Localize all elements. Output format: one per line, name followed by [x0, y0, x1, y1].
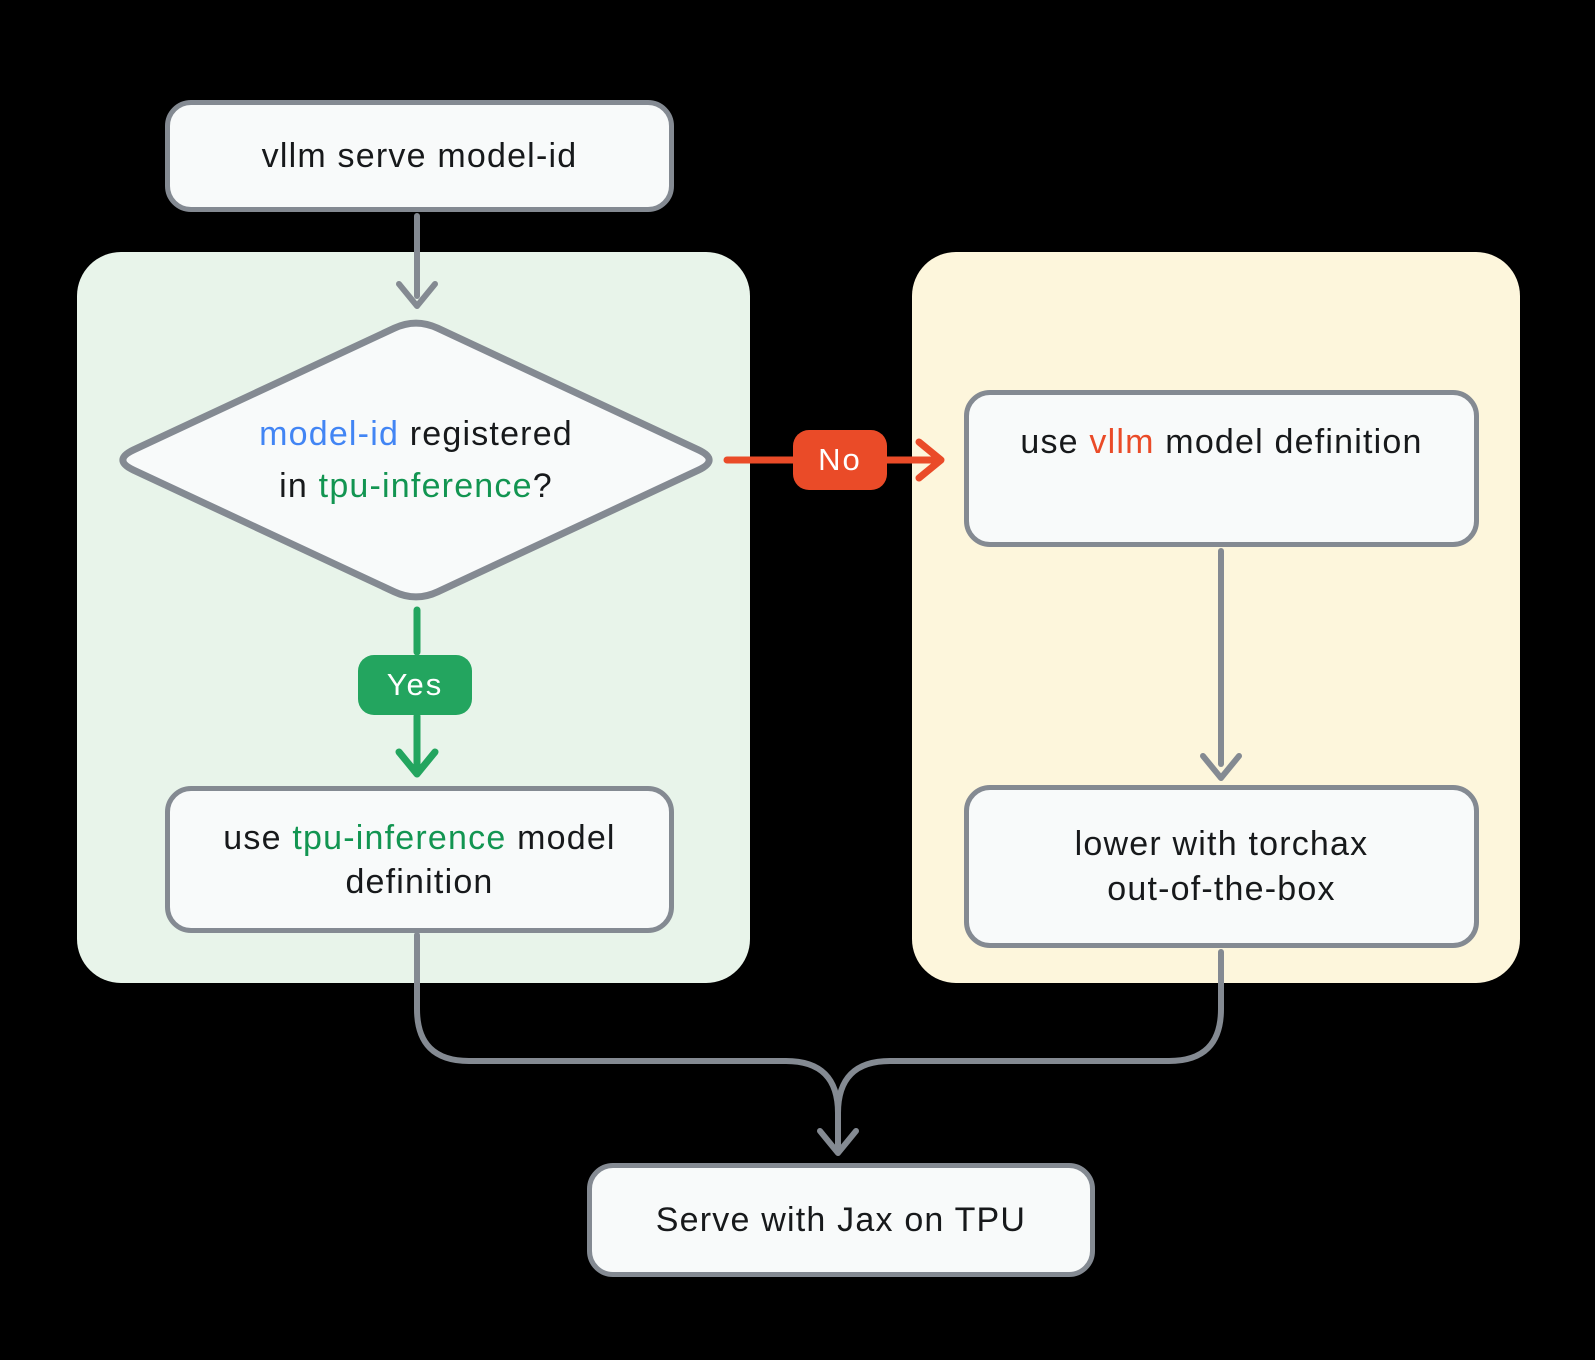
tpu-model-tpu-inference-text: tpu-inference: [292, 818, 507, 857]
yes-badge: Yes: [358, 655, 472, 715]
no-arrow-head: [915, 438, 945, 482]
decision-question-mark: ?: [532, 467, 553, 505]
yes-badge-label: Yes: [386, 667, 444, 702]
vllm-model-rest-text: model definition: [1154, 423, 1423, 461]
no-badge-label: No: [818, 442, 862, 477]
yes-arrow-head: [395, 748, 439, 778]
start-arrow-head: [396, 281, 438, 309]
decision-label-line1: model-id registered: [141, 408, 691, 460]
decision-label: model-id registered in tpu-inference?: [141, 408, 691, 512]
vllm-model-vllm-text: vllm: [1089, 423, 1155, 461]
tpu-model-node-label: use tpu-inference model definition: [192, 816, 647, 904]
tpu-model-use-text: use: [223, 818, 293, 857]
merge-left-line: [414, 932, 841, 1149]
decision-in-text: in: [279, 467, 319, 505]
vllm-to-torchax-head: [1200, 753, 1242, 781]
decision-tpu-inference-text: tpu-inference: [318, 467, 533, 505]
torchax-node-label: lower with torchax out-of-the-box: [1075, 822, 1369, 912]
tpu-model-rest-text: model definition: [345, 818, 616, 901]
torchax-line1: lower with torchax: [1074, 824, 1369, 863]
tpu-model-node: use tpu-inference model definition: [165, 786, 674, 933]
vllm-model-node: use vllm model definition: [964, 390, 1479, 547]
decision-registered-text: registered: [399, 415, 573, 453]
no-badge: No: [793, 430, 887, 490]
merge-arrow-head: [817, 1128, 859, 1156]
vllm-model-node-label: use vllm model definition: [1020, 419, 1422, 465]
decision-model-id-text: model-id: [259, 415, 400, 453]
decision-diamond: [119, 319, 713, 601]
serve-node: Serve with Jax on TPU: [587, 1163, 1095, 1277]
torchax-line2: out-of-the-box: [1107, 869, 1336, 908]
vllm-model-use-text: use: [1020, 423, 1090, 461]
decision-label-line2: in tpu-inference?: [141, 460, 691, 512]
start-node-label: vllm serve model-id: [261, 137, 578, 175]
start-node: vllm serve model-id: [165, 100, 674, 212]
serve-node-label: Serve with Jax on TPU: [655, 1201, 1027, 1239]
merge-right-line: [835, 949, 1224, 1116]
torchax-node: lower with torchax out-of-the-box: [964, 785, 1479, 948]
